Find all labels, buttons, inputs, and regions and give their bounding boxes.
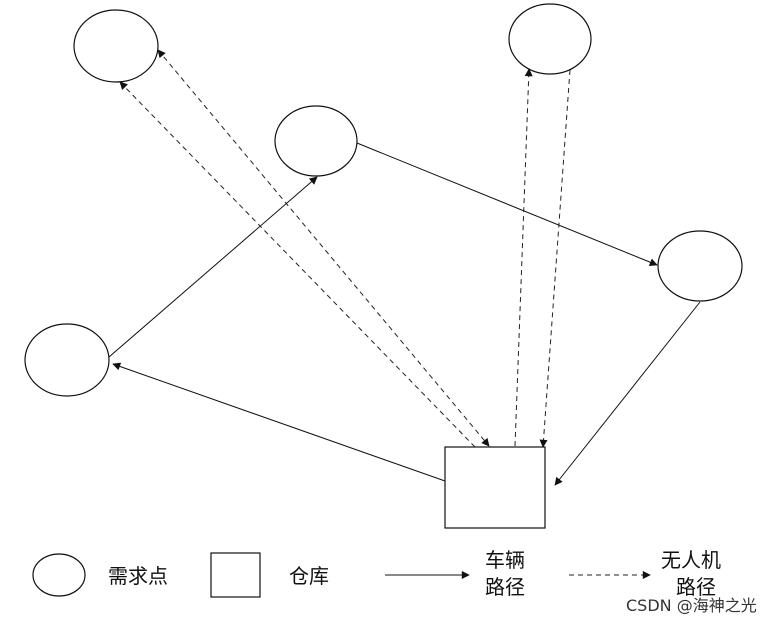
vehicle-route-left-to-center	[108, 176, 318, 358]
demand-point-right	[657, 230, 743, 302]
legend-demand-point-icon	[32, 553, 86, 597]
legend-drone-route-label-line1: 无人机	[661, 548, 721, 572]
watermark: CSDN @海神之光	[626, 596, 757, 615]
drone-route-top-left-to-warehouse	[119, 81, 476, 448]
legend-vehicle-route-label-line2: 路径	[485, 575, 525, 599]
drone-route-warehouse-to-top-right	[514, 68, 533, 447]
vehicle-route-right-to-warehouse	[554, 301, 701, 486]
legend-demand-point-label: 需求点	[108, 564, 168, 588]
demand-point-top-right	[508, 3, 592, 75]
vehicle-route-warehouse-to-left	[112, 362, 446, 482]
legend-warehouse-label: 仓库	[289, 564, 329, 588]
warehouse	[444, 446, 546, 529]
legend-drone-route-label-line2: 路径	[676, 575, 716, 599]
legend-warehouse-icon	[210, 552, 261, 598]
vehicle-route-center-to-right	[356, 142, 658, 266]
legend-vehicle-route-label-line1: 车辆	[485, 548, 525, 572]
demand-point-center	[274, 105, 358, 177]
drone-route-top-right-to-warehouse	[539, 69, 571, 448]
demand-point-top-left	[73, 9, 159, 83]
demand-point-left	[24, 323, 110, 397]
